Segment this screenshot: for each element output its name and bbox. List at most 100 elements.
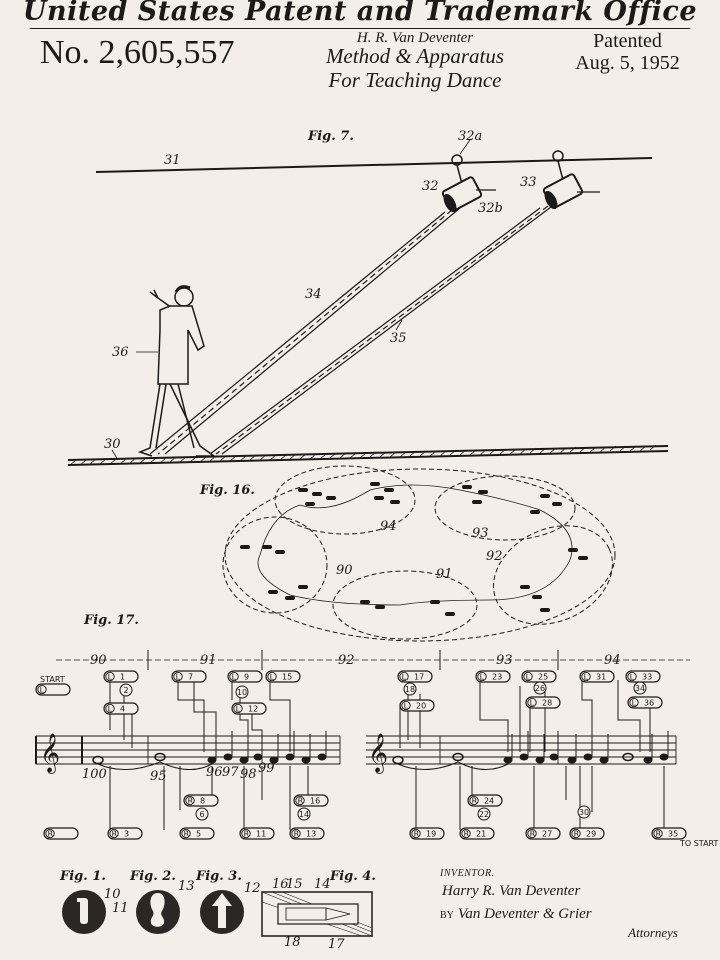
svg-text:L: L <box>402 672 407 681</box>
ref-91-fig17: 91 <box>200 653 217 668</box>
start-right-foot-marker: R <box>43 827 79 840</box>
step-marker-12: L 12 <box>231 702 267 715</box>
patented-block: Patented Aug. 5, 1952 <box>560 30 695 74</box>
ref-16: 16 <box>272 877 289 892</box>
step-marker-24-number: 24 <box>484 797 494 806</box>
step-marker-33-number: 33 <box>642 673 652 682</box>
to-start-label: TO START <box>679 839 719 848</box>
ref-100: 100 <box>82 767 107 782</box>
step-marker-26: 26 <box>533 681 547 695</box>
ref-31: 31 <box>164 153 181 168</box>
svg-text:R: R <box>294 829 300 838</box>
step-marker-6-number: 6 <box>199 810 204 819</box>
svg-text:L: L <box>526 672 531 681</box>
svg-text:L: L <box>176 672 181 681</box>
step-marker-2-number: 2 <box>123 686 128 695</box>
ref-96: 96 <box>206 765 223 780</box>
svg-text:L: L <box>108 704 113 713</box>
ref-92-fig17: 92 <box>338 653 355 668</box>
ref-95: 95 <box>150 769 167 784</box>
start-foot-marker: L <box>35 683 71 696</box>
fig1-disc <box>62 890 106 934</box>
step-marker-22: 22 <box>477 807 491 821</box>
fig17: Fig. 17. 90 91 92 93 94 𝄞 𝄞 <box>35 613 719 848</box>
fig17-label: Fig. 17. <box>83 613 139 628</box>
office-title: United States Patent and Trademark Offic… <box>22 0 698 27</box>
step-marker-17-number: 17 <box>414 673 424 682</box>
ref-15: 15 <box>286 877 303 892</box>
step-marker-10: 10 <box>235 685 249 699</box>
lamp-33 <box>542 173 584 210</box>
start-label: START <box>40 675 65 684</box>
ref-14: 14 <box>314 877 331 892</box>
fig3-label: Fig. 3. <box>195 869 242 884</box>
svg-text:L: L <box>232 672 237 681</box>
fig4-label: Fig. 4. <box>329 869 376 884</box>
ref-33: 33 <box>520 175 537 190</box>
svg-text:R: R <box>464 829 470 838</box>
svg-text:R: R <box>112 829 118 838</box>
fig16-circles <box>222 465 616 642</box>
ref-10: 10 <box>104 887 121 902</box>
ref-94-fig17: 94 <box>604 653 621 668</box>
ref-32a: 32a <box>458 129 482 144</box>
ref-92-fig16: 92 <box>486 549 503 564</box>
ref-11: 11 <box>112 901 129 916</box>
patent-title-line2: For Teaching Dance <box>328 68 502 92</box>
svg-text:R: R <box>656 829 662 838</box>
svg-text:R: R <box>188 796 194 805</box>
step-marker-6: 6 <box>195 807 209 821</box>
svg-text:L: L <box>632 698 637 707</box>
fig16: Fig. 16. <box>199 465 616 642</box>
ref-90-fig17: 90 <box>90 653 107 668</box>
ref-98: 98 <box>240 767 257 782</box>
step-marker-28-number: 28 <box>542 699 552 708</box>
inventor-label: INVENTOR. <box>440 868 495 879</box>
step-marker-22-number: 22 <box>479 810 489 819</box>
slur-left <box>97 761 213 771</box>
step-marker-19-number: 19 <box>426 830 436 839</box>
ref-36: 36 <box>112 345 129 360</box>
step-marker-31: L 31 <box>579 670 615 683</box>
step-marker-34-number: 34 <box>635 684 645 693</box>
fig16-label: Fig. 16. <box>199 483 255 498</box>
svg-text:L: L <box>584 672 589 681</box>
step-marker-31-number: 31 <box>596 673 606 682</box>
svg-text:L: L <box>236 704 241 713</box>
step-marker-23-number: 23 <box>492 673 502 682</box>
svg-text:L: L <box>630 672 635 681</box>
attorneys-label: Attorneys <box>628 925 678 940</box>
ref-17: 17 <box>328 937 345 952</box>
step-marker-12-number: 12 <box>248 705 258 714</box>
step-marker-35-number: 35 <box>668 830 678 839</box>
svg-text:R: R <box>184 829 190 838</box>
step-marker-13: R 13 <box>289 827 325 840</box>
svg-text:L: L <box>480 672 485 681</box>
step-marker-7-number: 7 <box>188 673 193 682</box>
step-marker-13-number: 13 <box>306 830 316 839</box>
svg-text:R: R <box>244 829 250 838</box>
svg-text:R: R <box>414 829 420 838</box>
step-marker-4-number: 4 <box>120 705 125 714</box>
svg-text:L: L <box>530 698 535 707</box>
ref-35: 35 <box>390 331 407 346</box>
fig7: Fig. 7. 31 32a 32 33 32b <box>67 129 669 466</box>
step-marker-5-number: 5 <box>196 830 201 839</box>
inventor-short: H. R. Van Deventer <box>356 30 474 46</box>
ref-93-fig16: 93 <box>472 526 489 541</box>
fig3-disc <box>200 890 244 934</box>
step-marker-34: 34 <box>633 681 647 695</box>
by-label: BY <box>440 910 454 921</box>
step-marker-33: L 33 <box>625 670 661 683</box>
